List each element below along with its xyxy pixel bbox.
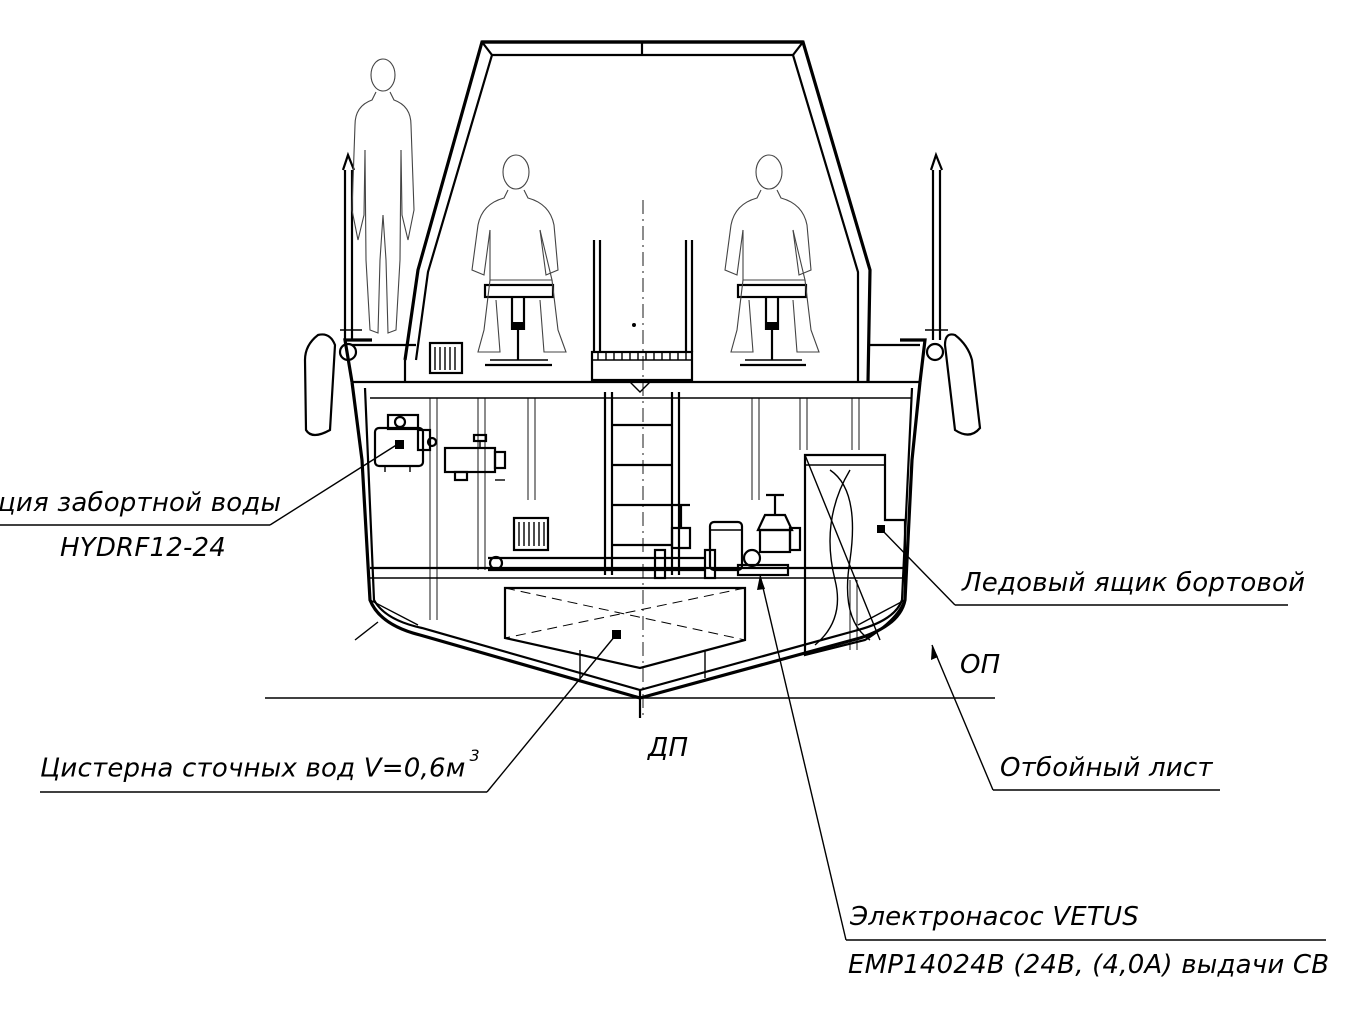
label-seawater-model: HYDRF12-24: [60, 533, 227, 563]
gunwale-port: [303, 333, 372, 437]
human-figure-standing: [351, 58, 415, 334]
seat-starboard: [736, 283, 808, 367]
wheelhouse: [352, 40, 920, 383]
label-centerline: ДП: [648, 733, 689, 763]
human-figure-seated-port: [471, 154, 567, 353]
hatch-grating: [590, 240, 694, 393]
floor-plates: [370, 566, 905, 678]
centerline-axis: [638, 200, 644, 720]
internal-frames: [429, 398, 860, 650]
seat-port: [483, 283, 555, 367]
stanchion-port: [340, 151, 362, 340]
vent-grille-lower: [512, 516, 550, 552]
label-wastewater-tank-main: Цистерна сточных вод V=0,6м: [40, 753, 466, 784]
human-figure-seated-starboard: [724, 154, 820, 353]
gunwale-starboard: [900, 333, 982, 436]
label-pump-line1: Электронасос VETUS: [850, 902, 1139, 932]
valve-filter-assembly: [670, 493, 802, 577]
ice-box: [803, 453, 907, 657]
leader-seawater-station: [0, 443, 399, 526]
label-ice-box: Ледовый ящик бортовой: [962, 568, 1306, 598]
wastewater-tank: [503, 586, 747, 670]
stanchion-starboard: [925, 151, 948, 340]
label-pump-line2: EMP14024B (24В, (4,0А) выдачи СВ: [848, 950, 1330, 980]
hull-outline: [350, 380, 922, 700]
leader-electropump: [757, 574, 1326, 941]
label-seawater-station: ция забортной воды: [0, 488, 282, 518]
label-baseline: ОП: [960, 650, 1001, 680]
auxiliary-pump: [443, 433, 507, 482]
piping: [488, 548, 717, 580]
leader-wastewater-tank: [40, 635, 616, 793]
leader-splash-plate: [931, 644, 1220, 791]
ladder: [603, 392, 681, 575]
label-wastewater-tank-exponent: 3: [469, 746, 480, 765]
vent-grille-port: [428, 341, 464, 375]
label-splash-plate: Отбойный лист: [1000, 753, 1213, 783]
seawater-station-unit: [373, 413, 438, 472]
leader-ice-box: [881, 529, 1288, 606]
